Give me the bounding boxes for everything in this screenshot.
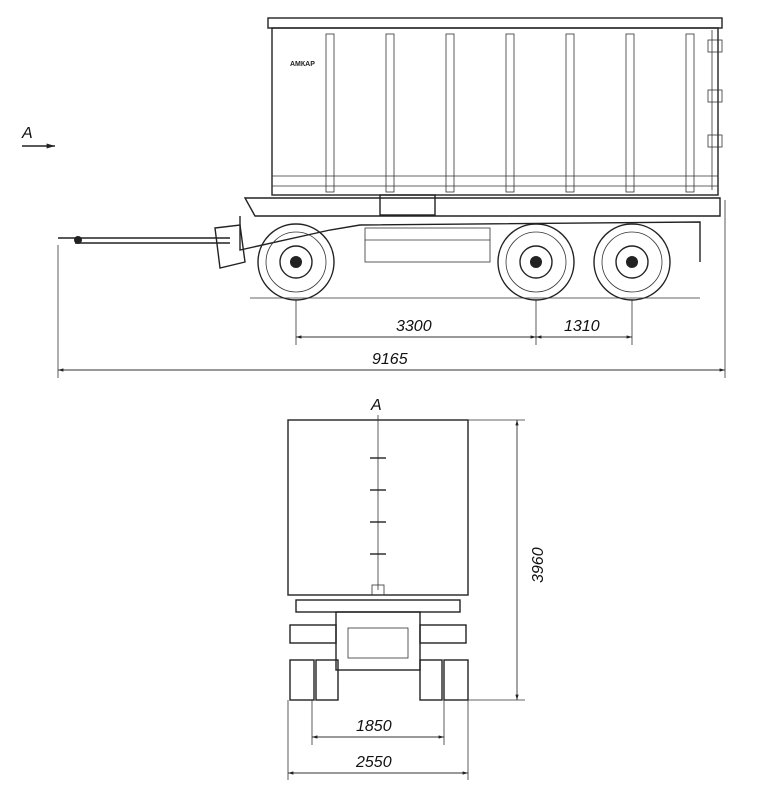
wheel bbox=[497, 223, 575, 301]
dim-overall-length: 9165 bbox=[372, 351, 408, 368]
logo-text: АМКАР bbox=[290, 61, 315, 68]
wheel bbox=[593, 223, 671, 301]
body-post bbox=[565, 33, 575, 193]
view-label: A bbox=[370, 397, 382, 414]
drawbar bbox=[58, 224, 246, 269]
dim-height: 3960 bbox=[530, 547, 547, 583]
container-front bbox=[287, 415, 469, 596]
wheel bbox=[257, 223, 335, 301]
dim-overall-width: 2550 bbox=[355, 754, 392, 771]
chassis bbox=[239, 194, 721, 263]
view-arrow-a: A bbox=[21, 125, 55, 149]
front-chassis bbox=[289, 599, 469, 701]
front-dimension-lines bbox=[287, 419, 525, 780]
body-post bbox=[685, 33, 695, 193]
body-post bbox=[385, 33, 395, 193]
side-view: A АМКАР bbox=[21, 17, 726, 378]
front-view: A 3960 1 bbox=[287, 397, 547, 780]
body-post bbox=[445, 33, 455, 193]
wheels bbox=[257, 223, 671, 301]
dim-axle-spacing: 1310 bbox=[564, 318, 600, 335]
dimension-lines bbox=[57, 200, 726, 378]
body-post bbox=[325, 33, 335, 193]
body-post bbox=[505, 33, 515, 193]
dim-track: 1850 bbox=[356, 718, 392, 735]
body-post bbox=[625, 33, 635, 193]
view-marker-label: A bbox=[21, 125, 33, 142]
dim-wheelbase: 3300 bbox=[396, 318, 432, 335]
container-body: АМКАР bbox=[267, 17, 723, 196]
